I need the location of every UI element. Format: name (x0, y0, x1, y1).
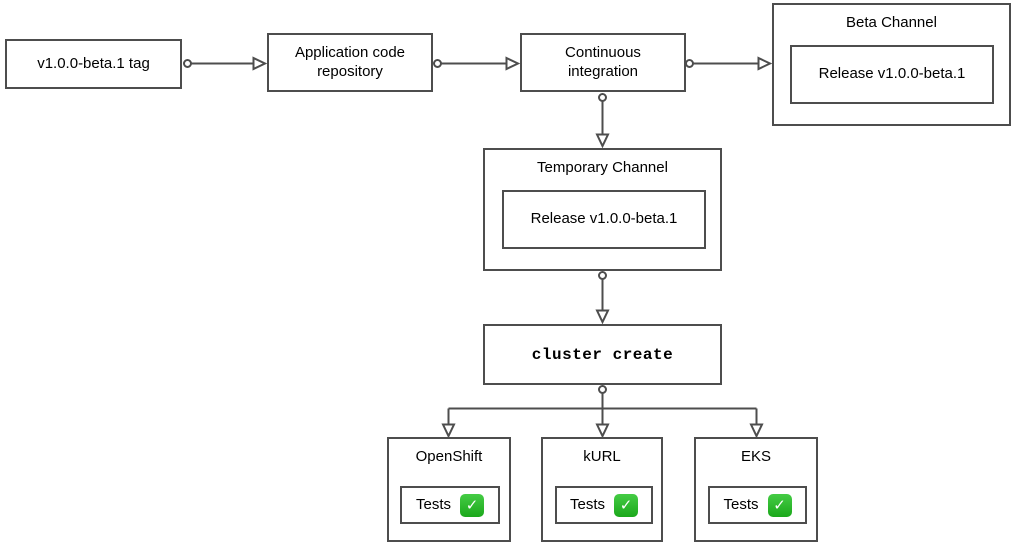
node-openshift: OpenShift Tests ✓ (387, 437, 511, 542)
application-code-repository-label: Application code repository (294, 43, 406, 80)
connection-dot (598, 385, 607, 394)
beta-channel-release-label: Release v1.0.0-beta.1 (818, 65, 966, 83)
node-version-tag: v1.0.0-beta.1 tag (5, 39, 182, 89)
node-kurl: kURL Tests ✓ (541, 437, 663, 542)
openshift-title: OpenShift (415, 448, 483, 465)
connection-dot (598, 93, 607, 102)
cluster-create-label: cluster create (531, 345, 674, 364)
temporary-channel-title: Temporary Channel (537, 159, 668, 176)
openshift-tests-label: Tests (415, 495, 451, 513)
temporary-channel-release-box: Release v1.0.0-beta.1 (502, 190, 706, 249)
connector-temp-channel-to-cluster-create (595, 271, 610, 325)
continuous-integration-label: Continuous integration (565, 43, 641, 80)
connector-tag-to-repo (183, 56, 268, 71)
node-beta-channel: Beta Channel Release v1.0.0-beta.1 (772, 3, 1011, 126)
connection-dot (433, 59, 442, 68)
connector-ci-to-beta-channel (685, 56, 773, 71)
connection-dot (685, 59, 694, 68)
arrowhead-icon (441, 423, 456, 439)
arrowhead-icon (749, 423, 764, 439)
node-cluster-create: cluster create (483, 324, 722, 385)
node-temporary-channel: Temporary Channel Release v1.0.0-beta.1 (483, 148, 722, 271)
beta-channel-release-box: Release v1.0.0-beta.1 (790, 45, 994, 104)
eks-tests-box: Tests ✓ (708, 486, 807, 524)
connector-cluster-create-branch (441, 385, 764, 439)
kurl-title: kURL (583, 448, 621, 465)
eks-title: EKS (740, 448, 771, 465)
arrowhead-icon (595, 423, 610, 439)
node-continuous-integration: Continuous integration (520, 33, 686, 92)
arrowhead-icon (505, 56, 521, 71)
openshift-tests-box: Tests ✓ (400, 486, 500, 524)
connection-dot (598, 271, 607, 280)
kurl-tests-box: Tests ✓ (555, 486, 653, 524)
connector-repo-to-ci (433, 56, 521, 71)
arrowhead-icon (252, 56, 268, 71)
check-icon: ✓ (767, 493, 792, 517)
connector-ci-to-temp-channel (595, 93, 610, 149)
connection-dot (183, 59, 192, 68)
node-eks: EKS Tests ✓ (694, 437, 818, 542)
arrowhead-icon (757, 56, 773, 71)
check-icon: ✓ (614, 493, 638, 517)
check-icon: ✓ (460, 493, 484, 517)
arrowhead-icon (595, 133, 610, 149)
eks-tests-label: Tests (723, 495, 759, 513)
arrowhead-icon (595, 309, 610, 325)
temporary-channel-release-label: Release v1.0.0-beta.1 (530, 210, 678, 228)
node-application-code-repository: Application code repository (267, 33, 433, 92)
version-tag-label: v1.0.0-beta.1 tag (37, 54, 150, 72)
kurl-tests-label: Tests (569, 495, 605, 513)
beta-channel-title: Beta Channel (846, 14, 937, 31)
